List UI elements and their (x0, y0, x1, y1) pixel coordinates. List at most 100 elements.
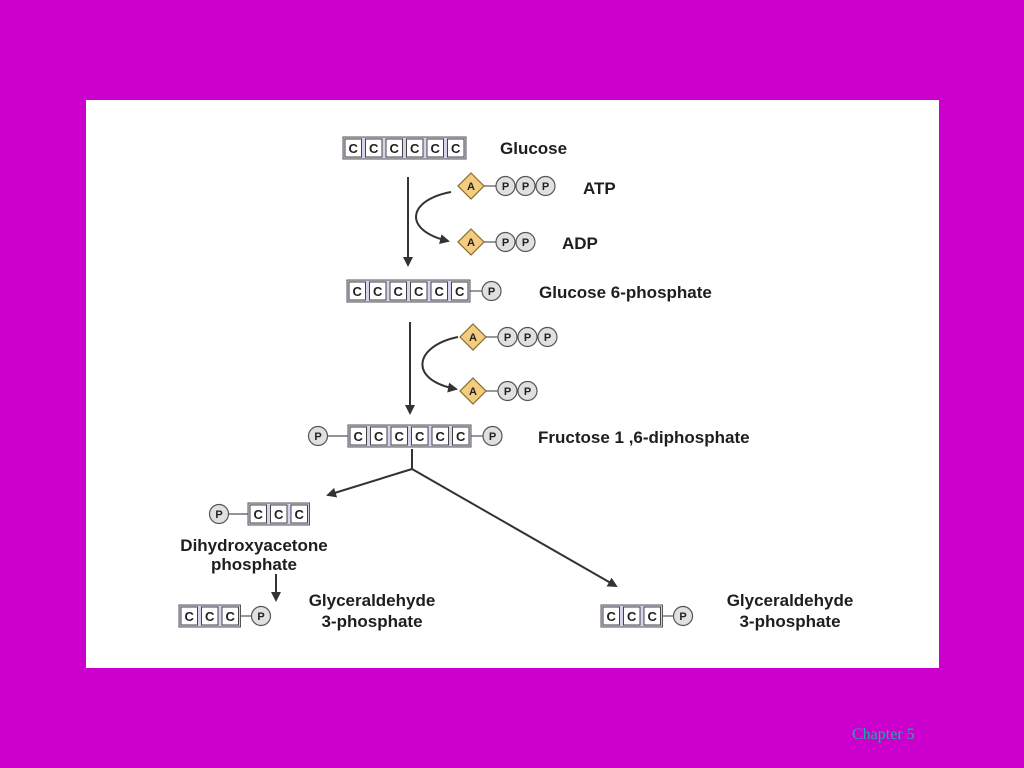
carbon-symbol: C (627, 609, 637, 624)
carbon-atom (623, 606, 641, 626)
svg-text:A: A (469, 332, 477, 344)
carbon-symbol: C (648, 609, 658, 624)
carbon-symbol: C (354, 429, 364, 444)
atp-1-phosphate-1: P (495, 175, 516, 197)
g3p-right-label-line1: Glyceraldehyde (727, 591, 854, 610)
carbon-symbol: C (456, 429, 466, 444)
adp-1-phosphate-2: P (515, 231, 536, 253)
adp-2-phosphate-1: P (497, 380, 518, 402)
carbon-atom (430, 281, 448, 301)
carbon-symbol: C (414, 284, 424, 299)
svg-text:P: P (502, 237, 509, 249)
carbon-atom (411, 426, 429, 446)
carbon-atom (447, 138, 465, 158)
carbon-atom (451, 281, 469, 301)
carbon-atom (369, 281, 387, 301)
g3p-left-label-line2: 3-phosphate (321, 612, 422, 631)
split-right-arrow (411, 468, 618, 587)
carbon-atom (389, 281, 407, 301)
svg-text:A: A (467, 181, 475, 193)
carbon-atom (426, 138, 444, 158)
carbon-atom (370, 426, 388, 446)
adp-1-phosphate-1: P (495, 231, 516, 253)
svg-text:P: P (504, 332, 511, 344)
atp-2-adenosine: A (459, 323, 487, 351)
carbon-atom (406, 138, 424, 158)
carbon-symbol: C (369, 141, 379, 156)
carbon-atom (344, 138, 362, 158)
carbon-symbol: C (607, 609, 617, 624)
svg-text:P: P (524, 386, 531, 398)
glucose-6-phosphate-phosphate: P (481, 280, 502, 302)
carbon-symbol: C (185, 609, 195, 624)
carbon-symbol: C (373, 284, 383, 299)
carbon-atom (348, 281, 366, 301)
svg-text:P: P (522, 181, 529, 193)
svg-text:A: A (469, 386, 477, 398)
adp-2-phosphate-2: P (517, 380, 538, 402)
carbon-atom (602, 606, 620, 626)
atp-2-phosphate-1: P (497, 326, 518, 348)
svg-text:P: P (679, 611, 686, 623)
glucose-label: Glucose (500, 139, 567, 158)
glucose-6-phosphate-label: Glucose 6-phosphate (539, 283, 712, 302)
g3p-right-phosphate: P (672, 605, 694, 627)
carbon-symbol: C (353, 284, 363, 299)
adp-label: ADP (562, 234, 598, 253)
svg-text:A: A (467, 237, 475, 249)
carbon-atom (180, 606, 198, 626)
fructose-1-6-diphosphate-label: Fructose 1 ,6-diphosphate (538, 428, 750, 447)
carbon-symbol: C (395, 429, 405, 444)
carbon-symbol: C (431, 141, 441, 156)
carbon-atom (410, 281, 428, 301)
split-left-arrow (326, 468, 413, 498)
atp-1-adenosine: A (457, 172, 485, 200)
svg-text:P: P (489, 431, 496, 443)
carbon-symbol: C (274, 507, 284, 522)
carbon-symbol: C (254, 507, 264, 522)
carbon-atom (290, 504, 308, 524)
dhap-phosphate: P (208, 503, 230, 525)
svg-text:P: P (544, 332, 551, 344)
footer-chapter: Chapter 5 (852, 726, 915, 743)
svg-text:P: P (488, 286, 495, 298)
atp-label: ATP (583, 179, 616, 198)
carbon-symbol: C (415, 429, 425, 444)
adp-1-adenosine: A (457, 228, 485, 256)
carbon-atom (201, 606, 219, 626)
fructose-phosphate-left: P (307, 425, 329, 447)
carbon-symbol: C (349, 141, 359, 156)
atp-1-phosphate-2: P (515, 175, 536, 197)
carbon-symbol: C (390, 141, 400, 156)
carbon-atom (270, 504, 288, 524)
svg-text:P: P (504, 386, 511, 398)
svg-text:P: P (524, 332, 531, 344)
svg-text:P: P (314, 431, 321, 443)
fructose-phosphate-right: P (482, 425, 503, 447)
carbon-atom (249, 504, 267, 524)
g3p-left-phosphate: P (250, 605, 272, 627)
carbon-atom (643, 606, 661, 626)
g3p-right-label-line2: 3-phosphate (739, 612, 840, 631)
svg-text:P: P (522, 237, 529, 249)
carbon-atom (452, 426, 470, 446)
carbon-atom (221, 606, 239, 626)
carbon-symbol: C (205, 609, 215, 624)
atp-to-adp-curve-2 (421, 336, 459, 393)
carbon-atom (365, 138, 383, 158)
carbon-symbol: C (435, 284, 445, 299)
svg-text:P: P (502, 181, 509, 193)
carbon-symbol: C (295, 507, 305, 522)
atp-2-phosphate-2: P (517, 326, 538, 348)
carbon-symbol: C (436, 429, 446, 444)
carbon-atom (349, 426, 367, 446)
g3p-left-label-line1: Glyceraldehyde (309, 591, 436, 610)
